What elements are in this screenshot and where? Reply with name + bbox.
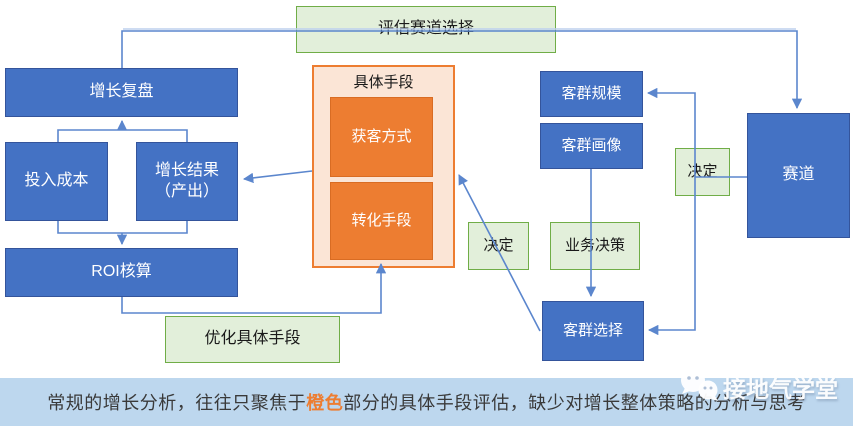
node-growth-review: 增长复盘 [5,68,238,117]
caption-text-pre: 常规的增长分析，往往只聚焦于 [47,393,307,413]
node-track: 赛道 [747,113,850,238]
group-specific-means-title: 具体手段 [353,74,414,91]
node-conversion-means: 转化手段 [330,182,433,260]
node-evaluate-track-selection: 评估赛道选择 [296,6,556,53]
caption-text-highlight: 橙色 [306,393,344,413]
node-segment-size: 客群规模 [540,71,643,117]
node-decide-means: 决定 [468,222,529,270]
watermark-label: 接地气学堂 [723,376,838,402]
node-acquisition-method: 获客方式 [330,97,433,177]
node-business-decision: 业务决策 [550,222,640,270]
wechat-icon [676,366,723,408]
node-roi-accounting: ROI核算 [5,248,238,297]
caption-text-post: 部分的具体手段评估，缺少对增长整体策略的分析与思考 [343,393,806,413]
caption-bar: 常规的增长分析，往往只聚焦于橙色部分的具体手段评估，缺少对增长整体策略的分析与思… [0,378,853,426]
node-input-cost: 投入成本 [5,142,108,221]
node-optimize-means: 优化具体手段 [165,316,340,363]
node-segment-selection: 客群选择 [542,301,644,361]
node-growth-result: 增长结果 （产出） [136,142,238,221]
node-decide-track: 决定 [675,148,730,196]
node-segment-profile: 客群画像 [540,123,643,169]
watermark: 接地气学堂 [676,366,838,408]
